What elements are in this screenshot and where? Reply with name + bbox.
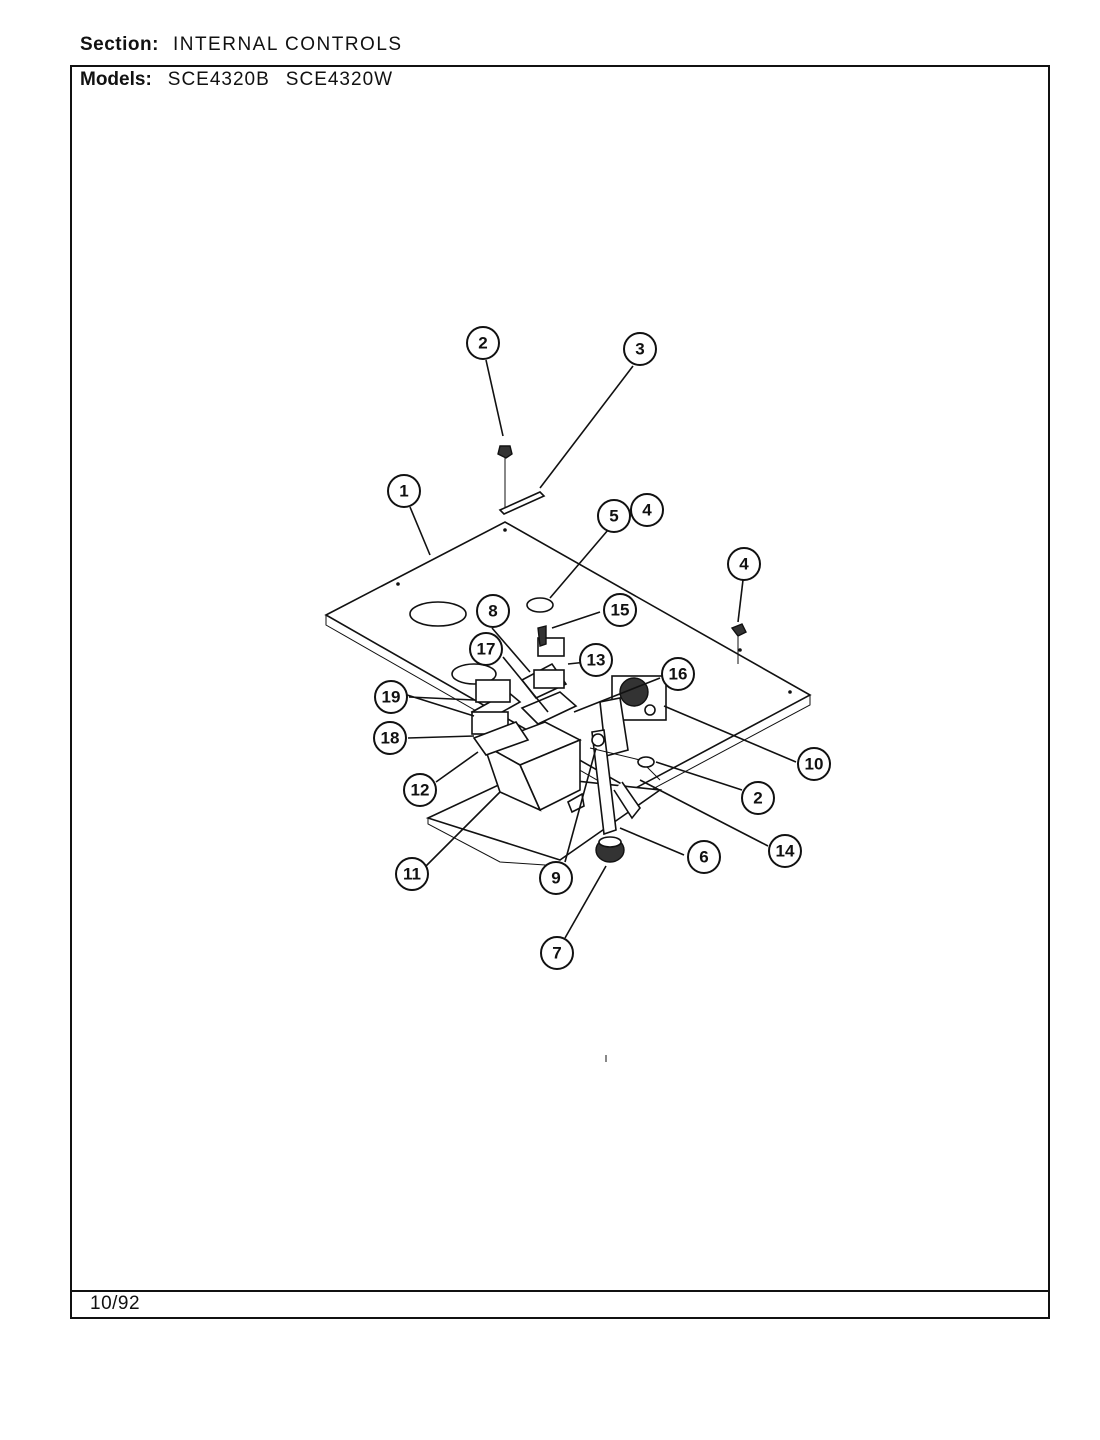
callout: 4 — [727, 547, 761, 581]
callout: 6 — [687, 840, 721, 874]
svg-text:18: 18 — [381, 729, 400, 748]
svg-text:2: 2 — [753, 789, 762, 808]
callout: 15 — [603, 593, 637, 627]
switch-assembly-middle — [520, 637, 578, 725]
callout: 18 — [373, 721, 407, 755]
section-heading: Section: INTERNAL CONTROLS — [80, 34, 403, 56]
diagram-frame — [70, 65, 1050, 1319]
callout: 16 — [661, 657, 695, 691]
svg-text:10: 10 — [805, 755, 824, 774]
section-value: INTERNAL CONTROLS — [172, 34, 403, 55]
models-label: Models: — [80, 69, 152, 90]
switch-assembly-left — [470, 679, 530, 756]
models-heading: Models: SCE4320B SCE4320W — [80, 69, 393, 91]
callout: 7 — [540, 936, 574, 970]
svg-text:9: 9 — [551, 869, 560, 888]
svg-text:14: 14 — [776, 842, 795, 861]
svg-text:12: 12 — [411, 781, 430, 800]
svg-text:2: 2 — [478, 334, 487, 353]
svg-text:3: 3 — [635, 340, 644, 359]
svg-text:15: 15 — [611, 601, 630, 620]
callout: 1 — [387, 474, 421, 508]
svg-text:4: 4 — [739, 555, 749, 574]
callout: 11 — [395, 857, 429, 891]
callout: 8 — [476, 594, 510, 628]
callout: 2 — [741, 781, 775, 815]
callout: 19 — [374, 680, 408, 714]
callout: 2 — [466, 326, 500, 360]
svg-text:11: 11 — [403, 865, 421, 884]
callout: 12 — [403, 773, 437, 807]
leader-lines — [403, 359, 797, 939]
footer-divider — [70, 1290, 1050, 1292]
callout: 4 — [630, 493, 664, 527]
svg-text:13: 13 — [587, 651, 606, 670]
svg-text:4: 4 — [642, 501, 652, 520]
svg-text:1: 1 — [399, 482, 408, 501]
svg-text:6: 6 — [699, 848, 708, 867]
svg-text:7: 7 — [552, 944, 561, 963]
revision-date: 10/92 — [90, 1293, 141, 1314]
callout: 14 — [768, 834, 802, 868]
svg-text:17: 17 — [477, 640, 496, 659]
svg-text:19: 19 — [382, 688, 401, 707]
svg-text:5: 5 — [609, 507, 618, 526]
section-label: Section: — [80, 34, 159, 55]
svg-text:8: 8 — [488, 602, 497, 621]
model-number: SCE4320W — [285, 69, 394, 90]
control-knob — [595, 836, 625, 863]
callout: 17 — [469, 632, 503, 666]
callout: 10 — [797, 747, 831, 781]
callout: 3 — [623, 332, 657, 366]
model-number: SCE4320B — [167, 69, 270, 90]
svg-text:16: 16 — [669, 665, 688, 684]
callout: 5 — [597, 499, 631, 533]
loose-fasteners — [497, 445, 747, 1062]
callout: 9 — [539, 861, 573, 895]
callout: 13 — [579, 643, 613, 677]
